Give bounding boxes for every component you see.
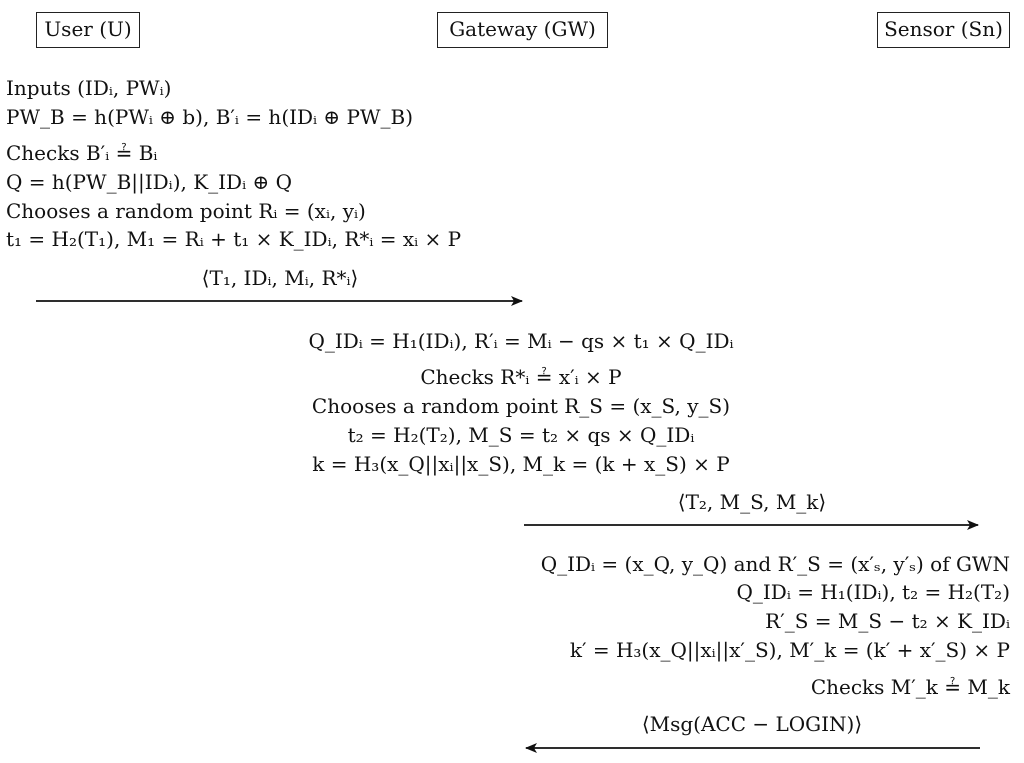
sensor-step-5: Checks M′_k ≟ M_k	[810, 675, 1010, 699]
sensor-party-label: Sensor (Sn)	[884, 17, 1003, 41]
user-step-1: Inputs (IDᵢ, PWᵢ)	[6, 76, 172, 100]
sensor-party-box: Sensor (Sn)	[877, 12, 1010, 48]
sensor-step-2: Q_IDᵢ = H₁(IDᵢ), t₂ = H₂(T₂)	[736, 580, 1010, 604]
user-party-label: User (U)	[44, 17, 132, 41]
gateway-step-5: k = H₃(x_Q||xᵢ||x_S), M_k = (k + x_S) × …	[312, 452, 730, 476]
gateway-party-box: Gateway (GW)	[437, 12, 608, 48]
sensor-step-3: R′_S = M_S − t₂ × K_IDᵢ	[765, 609, 1010, 633]
user-step-3: Checks B′ᵢ ≟ Bᵢ	[6, 141, 158, 165]
message-1-label: ⟨T₁, IDᵢ, Mᵢ, R*ᵢ⟩	[201, 266, 359, 290]
gateway-party-label: Gateway (GW)	[449, 17, 596, 41]
message-3-label: ⟨Msg(ACC − LOGIN)⟩	[641, 712, 863, 736]
sensor-step-4: k′ = H₃(x_Q||xᵢ||x′_S), M′_k = (k′ + x′_…	[569, 638, 1010, 662]
message-2-label: ⟨T₂, M_S, M_k⟩	[677, 490, 827, 514]
gateway-step-4: t₂ = H₂(T₂), M_S = t₂ × qs × Q_IDᵢ	[347, 423, 695, 447]
gateway-step-1: Q_IDᵢ = H₁(IDᵢ), R′ᵢ = Mᵢ − qs × t₁ × Q_…	[308, 329, 734, 353]
sensor-step-1: Q_IDᵢ = (x_Q, y_Q) and R′_S = (x′ₛ, y′ₛ)…	[540, 552, 1010, 576]
user-step-5: Chooses a random point Rᵢ = (xᵢ, yᵢ)	[6, 199, 366, 223]
user-step-6: t₁ = H₂(T₁), M₁ = Rᵢ + t₁ × K_IDᵢ, R*ᵢ =…	[6, 227, 462, 251]
gateway-step-3: Chooses a random point R_S = (x_S, y_S)	[311, 394, 731, 418]
user-step-4: Q = h(PW_B||IDᵢ), K_IDᵢ ⊕ Q	[6, 170, 292, 194]
user-step-2: PW_B = h(PWᵢ ⊕ b), B′ᵢ = h(IDᵢ ⊕ PW_B)	[6, 105, 414, 129]
user-party-box: User (U)	[36, 12, 140, 48]
gateway-step-2: Checks R*ᵢ ≟ x′ᵢ × P	[420, 365, 622, 389]
